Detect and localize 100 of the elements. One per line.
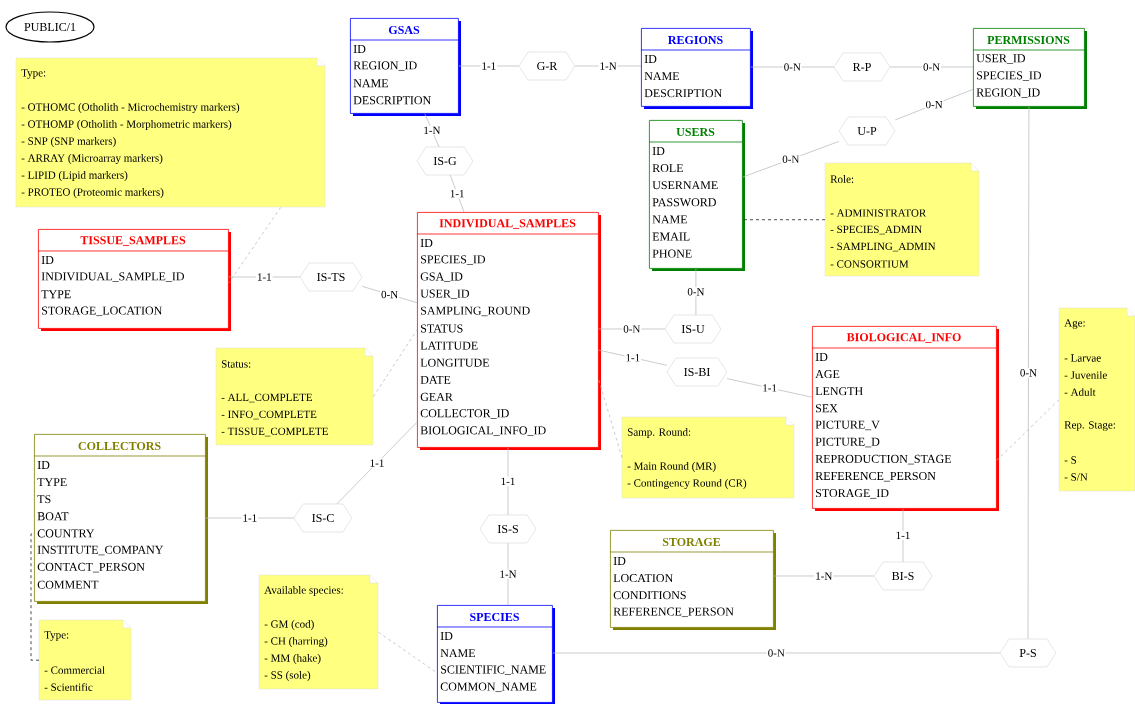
- connector-line: [894, 88, 974, 121]
- entity-table: [416, 212, 601, 450]
- leader-line: [373, 329, 418, 398]
- cardinality-label: 0-N: [1018, 368, 1038, 378]
- relationship-hexagon: IS-G: [416, 146, 474, 176]
- table-title: GSAS: [388, 25, 420, 34]
- field-name: REPRODUCTION_STAGE: [815, 454, 951, 465]
- cardinality-label: 1-N: [814, 571, 834, 581]
- note-text: Age:: [1064, 319, 1085, 329]
- field-name: PICTURE_V: [815, 420, 880, 431]
- field-name: NAME: [440, 649, 475, 658]
- field-name: USER_ID: [420, 289, 470, 300]
- cardinality-label: 1-1: [894, 530, 912, 540]
- field-name: NAME: [353, 79, 388, 88]
- note-box: [621, 416, 795, 499]
- note-text: - TISSUE_COMPLETE: [221, 427, 328, 437]
- field-name: ID: [815, 353, 828, 361]
- connector-line: [695, 268, 697, 316]
- field-name: REFERENCE_PERSON: [613, 607, 734, 618]
- field-name: SAMPLING_ROUND: [421, 306, 530, 317]
- entity-table: [33, 434, 208, 604]
- relationship-hexagon: BI-S: [873, 561, 933, 591]
- note-text: - Juvenile: [1064, 371, 1107, 379]
- field-name: TYPE: [41, 290, 71, 299]
- cardinality-label: 0-N: [766, 648, 786, 658]
- field-name: DESCRIPTION: [353, 96, 431, 105]
- field-name: ROLE: [652, 164, 683, 173]
- field-name: ID: [353, 45, 366, 53]
- cardinality-label: 1-1: [499, 476, 517, 486]
- leader-line: [996, 399, 1060, 461]
- note-text: - OTHOMC (Otholith - Microchemistry markers): [21, 103, 240, 113]
- note-text: - GM (cod): [264, 620, 314, 630]
- note-text: - Main Round (MR): [627, 462, 716, 472]
- connector-line: [336, 421, 418, 505]
- field-name: ID: [613, 557, 626, 565]
- cardinality-label: 0-N: [380, 289, 400, 300]
- field-name: USER_ID: [976, 54, 1026, 64]
- field-name: INSTITUTE_COMPANY: [37, 545, 164, 556]
- note-text: - S: [1064, 456, 1077, 464]
- field-name: DATE: [420, 375, 451, 384]
- field-name: PICTURE_D: [815, 437, 880, 448]
- field-name: PHONE: [652, 249, 692, 258]
- cardinality-label: 0-N: [924, 99, 944, 110]
- note-text: - INFO_COMPLETE: [221, 410, 317, 420]
- note-text: - SS (sole): [264, 671, 311, 681]
- note-box: [215, 347, 374, 446]
- note-text: - S/N: [1064, 473, 1088, 481]
- note-text: - Larvae: [1064, 354, 1101, 362]
- field-name: AGE: [815, 370, 840, 379]
- note-text: Available species:: [264, 586, 343, 596]
- field-name: COMMENT: [37, 580, 99, 589]
- field-name: STORAGE_LOCATION: [42, 306, 163, 317]
- relationship-hexagon: U-P: [838, 116, 896, 146]
- field-name: COLLECTOR_ID: [420, 409, 509, 419]
- leader-line: [30, 533, 40, 661]
- field-name: INDIVIDUAL_SAMPLE_ID: [41, 272, 185, 282]
- field-name: COMMON_NAME: [440, 682, 537, 693]
- note-text: Type:: [44, 631, 69, 641]
- relationship-hexagon: P-S: [999, 638, 1057, 668]
- entity-table: [640, 28, 753, 109]
- connector-line: [1027, 106, 1030, 640]
- note-text: Samp. Round:: [627, 428, 691, 438]
- field-name: COUNTRY: [37, 529, 95, 538]
- table-title: STORAGE: [662, 537, 721, 546]
- entity-table: [609, 530, 776, 630]
- relationship-hexagon: R-P: [833, 52, 891, 82]
- field-name: LENGTH: [815, 387, 863, 396]
- field-name: ID: [420, 239, 433, 247]
- note-text: - PROTEO (Proteomic markers): [21, 188, 164, 198]
- leader-line: [742, 219, 826, 221]
- relationship-hexagon: IS-BI: [666, 357, 728, 387]
- table-title: USERS: [676, 127, 715, 136]
- cardinality-label: 0-N: [922, 62, 942, 72]
- table-title: REGIONS: [668, 35, 723, 44]
- field-name: LOCATION: [613, 574, 673, 583]
- entity-table: [37, 229, 231, 331]
- field-name: CONDITIONS: [613, 591, 686, 600]
- field-name: ID: [644, 55, 657, 63]
- connector-line: [424, 113, 440, 148]
- relationship-hexagon: IS-TS: [299, 262, 363, 292]
- cardinality-label: 1-1: [480, 61, 498, 71]
- field-name: BOAT: [37, 512, 69, 521]
- cardinality-label: 1-1: [761, 383, 778, 393]
- note-text: - Commercial: [44, 666, 105, 674]
- cardinality-label: 1-1: [256, 272, 273, 282]
- note-text: - SNP (SNP markers): [21, 137, 116, 147]
- cardinality-label: 0-N: [686, 287, 706, 297]
- note-text: - Contingency Round (CR): [627, 479, 747, 489]
- cardinality-label: 0-N: [622, 324, 642, 334]
- connector-line: [361, 286, 418, 304]
- cardinality-label: 1-N: [498, 569, 518, 579]
- entity-table: [436, 605, 555, 704]
- field-name: ID: [37, 461, 50, 469]
- field-name: TYPE: [37, 478, 67, 486]
- entity-table: [349, 18, 461, 116]
- field-name: SPECIES_ID: [421, 255, 486, 265]
- table-title: SPECIES: [470, 612, 519, 621]
- note-text: Role:: [830, 175, 854, 183]
- entity-table: [648, 120, 745, 271]
- entity-table: [811, 326, 999, 511]
